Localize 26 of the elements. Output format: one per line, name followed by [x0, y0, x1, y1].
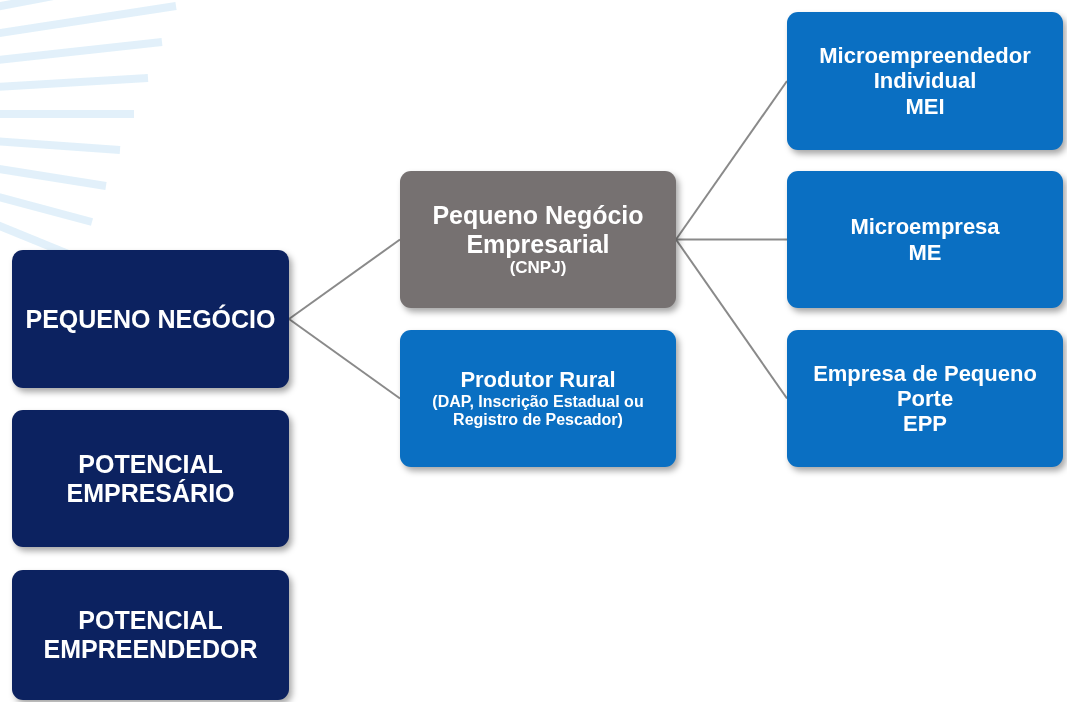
box-subtitle: (CNPJ) [509, 258, 567, 278]
connector-line [288, 238, 401, 320]
process-box [787, 171, 1063, 308]
box-subtitle: EPP [903, 411, 947, 437]
box-title: Produtor Rural [460, 367, 616, 393]
category-box [12, 410, 289, 547]
process-box [400, 330, 676, 467]
box-title: POTENCIAL EMPRESÁRIO [65, 449, 236, 508]
box-title: Empresa de Pequeno Porte [812, 360, 1038, 412]
box-title: PEQUENO NEGÓCIO [25, 304, 276, 334]
category-box [12, 250, 289, 388]
box-title: Microempresa [850, 214, 1000, 240]
category-box [12, 570, 289, 700]
box-subtitle: MEI [905, 93, 945, 119]
process-box [787, 12, 1063, 150]
connector-line [675, 80, 788, 241]
process-box [787, 330, 1063, 467]
box-title: POTENCIAL EMPREENDEDOR [42, 606, 259, 664]
connector-line [288, 318, 401, 400]
box-title: Pequeno Negócio Empresarial [431, 200, 645, 259]
box-subtitle: (DAP, Inscrição Estadual ou Registro de Pescador) [431, 392, 645, 430]
process-box [400, 171, 676, 308]
box-title: Microempreendedor Individual [818, 43, 1032, 94]
connector-line [675, 238, 788, 400]
box-subtitle: ME [908, 239, 942, 265]
connector-line [675, 238, 788, 241]
